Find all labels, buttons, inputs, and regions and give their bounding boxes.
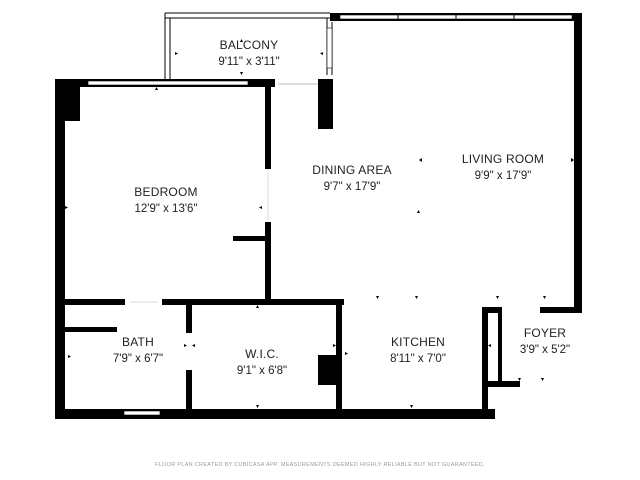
room-name-foyer: FOYER [524,326,566,340]
room-dims-kitchen: 8'11" x 7'0" [390,353,446,365]
room-label-bath: BATH 7'9" x 6'7" [113,335,163,365]
wall-bath-top-right [162,299,344,305]
wall-bath-wic-lower [186,370,192,415]
room-dims-wic: 9'1" x 6'8" [237,365,287,377]
room-label-balcony: BALCONY 9'11" x 3'11" [218,38,279,68]
window-bedroom [87,80,249,86]
room-label-kitchen: KITCHEN 8'11" x 7'0" [390,335,446,365]
wall-bath-wic [186,299,192,333]
wall-bottom [55,409,495,419]
room-dims-living: 9'9" x 17'9" [475,170,532,182]
wall-bedroom-dining [265,79,271,169]
wall-wic-kitchen [336,299,342,415]
room-name-living: LIVING ROOM [462,152,544,166]
wall-bath-top-left [55,299,125,305]
room-name-balcony: BALCONY [220,38,279,52]
wall-bedroom-dining-lower [265,222,271,304]
room-label-bedroom: BEDROOM 12'9" x 13'6" [134,185,197,215]
window-balcony-door [326,27,333,69]
wall-right-lower [540,307,582,313]
room-name-wic: W.I.C. [245,347,279,361]
wall-foyer-top [482,307,502,313]
room-dims-foyer: 3'9" x 5'2" [520,344,570,356]
room-name-kitchen: KITCHEN [391,335,445,349]
window-bath [123,410,161,416]
room-dims-balcony: 9'11" x 3'11" [218,56,279,68]
wall-foyer-bottom [482,381,520,387]
room-dims-dining: 9'7" x 17'9" [324,181,381,193]
wall-closet-stub [233,236,271,241]
wall-foyer-left [482,307,488,415]
wall-right [574,13,582,313]
room-name-bedroom: BEDROOM [134,185,197,199]
room-dims-bath: 7'9" x 6'7" [113,353,163,365]
windows [87,13,573,416]
room-name-dining: DINING AREA [312,163,392,177]
dimension-markers [65,39,574,408]
room-dims-bedroom: 12'9" x 13'6" [134,203,197,215]
room-label-dining: DINING AREA 9'7" x 17'9" [312,163,392,193]
room-label-living: LIVING ROOM 9'9" x 17'9" [462,152,544,182]
wall-pillar-dining [318,79,333,129]
room-label-foyer: FOYER 3'9" x 5'2" [520,326,570,356]
room-label-wic: W.I.C. 9'1" x 6'8" [237,347,287,377]
appliance-block [318,355,338,385]
wall-bath-stub [55,327,117,332]
wall-left [55,79,65,419]
room-name-bath: BATH [122,335,154,349]
wall-foyer-inner [498,307,502,387]
footer-credit: FLOOR PLAN CREATED BY CUBICASA APP. MEAS… [155,462,485,468]
